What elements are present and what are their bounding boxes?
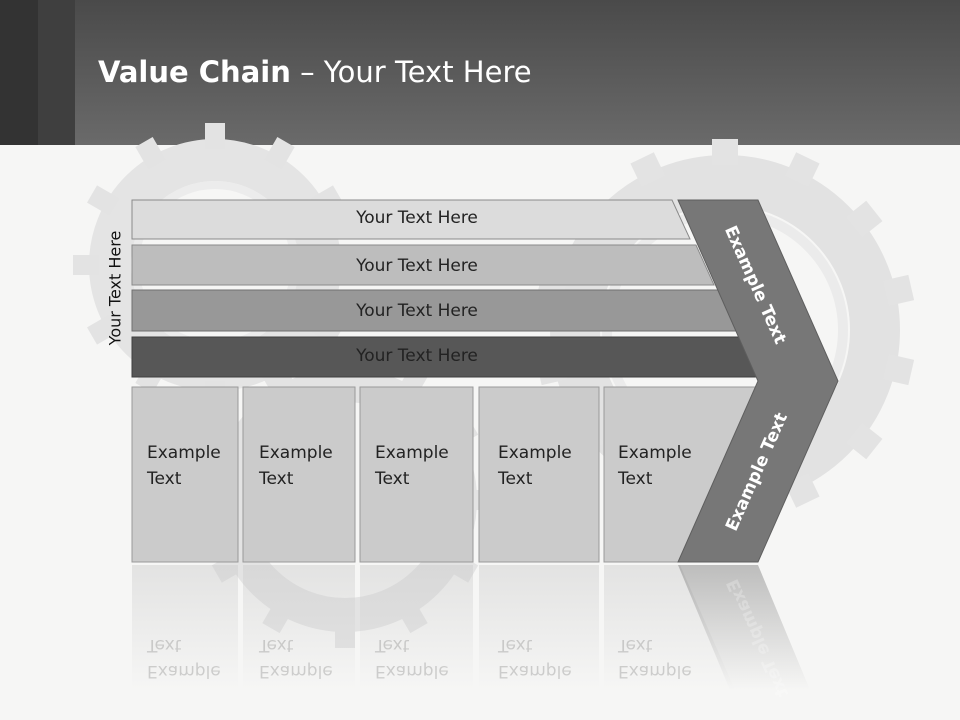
gear-tooth bbox=[73, 255, 99, 275]
gear-tooth bbox=[205, 123, 225, 149]
box-4-refl-line2: Text bbox=[498, 635, 533, 655]
bar-2 bbox=[131, 244, 715, 286]
reflection bbox=[604, 565, 735, 690]
gear-tooth bbox=[87, 185, 120, 216]
gear-tooth bbox=[135, 137, 166, 170]
reflection bbox=[678, 565, 810, 690]
box-4-line2: Text bbox=[498, 469, 533, 489]
box-5-refl-line1: Example bbox=[618, 661, 692, 681]
bar-1 bbox=[131, 199, 691, 240]
bar-1-label: Your Text Here bbox=[356, 208, 478, 228]
reflection bbox=[132, 565, 238, 690]
box-2 bbox=[242, 386, 356, 563]
gear-tooth bbox=[845, 200, 883, 238]
reflection bbox=[360, 565, 473, 690]
gear-tooth bbox=[712, 139, 738, 165]
gear-tooth bbox=[882, 354, 915, 386]
header-stripe bbox=[38, 0, 75, 145]
title-rest: – Your Text Here bbox=[290, 55, 532, 89]
chevron-arrow bbox=[677, 199, 839, 563]
reflection bbox=[479, 565, 599, 690]
box-3-refl-line2: Text bbox=[375, 635, 410, 655]
box-2-refl-line2: Text bbox=[259, 635, 294, 655]
box-1-line2: Text bbox=[147, 469, 182, 489]
box-5-line2: Text bbox=[618, 469, 653, 489]
box-3 bbox=[359, 386, 474, 563]
box-5-line1: Example bbox=[618, 443, 692, 463]
gear-tooth bbox=[882, 274, 915, 306]
box-3-line2: Text bbox=[375, 469, 410, 489]
box-3-reflection-text: Example Text bbox=[375, 632, 449, 684]
bar-4-label: Your Text Here bbox=[356, 346, 478, 366]
gear-tooth bbox=[784, 152, 820, 187]
box-2-line1: Example bbox=[259, 443, 333, 463]
box-5-reflection-text: Example Text bbox=[618, 632, 692, 684]
box-4-reflection-text: Example Text bbox=[498, 632, 572, 684]
gear-tooth bbox=[630, 152, 666, 187]
box-3-line1: Example bbox=[375, 443, 449, 463]
gear-tooth bbox=[87, 314, 120, 345]
reflection bbox=[243, 565, 355, 690]
gear-tooth bbox=[264, 137, 295, 170]
box-1-refl-line1: Example bbox=[147, 661, 221, 681]
box-4 bbox=[478, 386, 600, 563]
box-1-refl-line2: Text bbox=[147, 635, 182, 655]
bar-3-label: Your Text Here bbox=[356, 301, 478, 321]
box-2-line2: Text bbox=[259, 469, 294, 489]
bar-2-label: Your Text Here bbox=[356, 256, 478, 276]
box-4-refl-line1: Example bbox=[498, 661, 572, 681]
header-stripe bbox=[0, 0, 38, 145]
side-label: Your Text Here bbox=[105, 230, 125, 346]
box-1-reflection-text: Example Text bbox=[147, 632, 221, 684]
box-1 bbox=[131, 386, 239, 563]
box-5-refl-line2: Text bbox=[618, 635, 653, 655]
box-1-line1: Example bbox=[147, 443, 221, 463]
box-2-refl-line1: Example bbox=[259, 661, 333, 681]
box-3-refl-line1: Example bbox=[375, 661, 449, 681]
title-bold: Value Chain bbox=[98, 55, 291, 89]
box-2-reflection-text: Example Text bbox=[259, 632, 333, 684]
gear-tooth bbox=[845, 422, 883, 460]
box-4-line1: Example bbox=[498, 443, 572, 463]
header-band: Value Chain – Your Text Here bbox=[0, 0, 960, 145]
slide-title: Value Chain – Your Text Here bbox=[98, 55, 532, 89]
